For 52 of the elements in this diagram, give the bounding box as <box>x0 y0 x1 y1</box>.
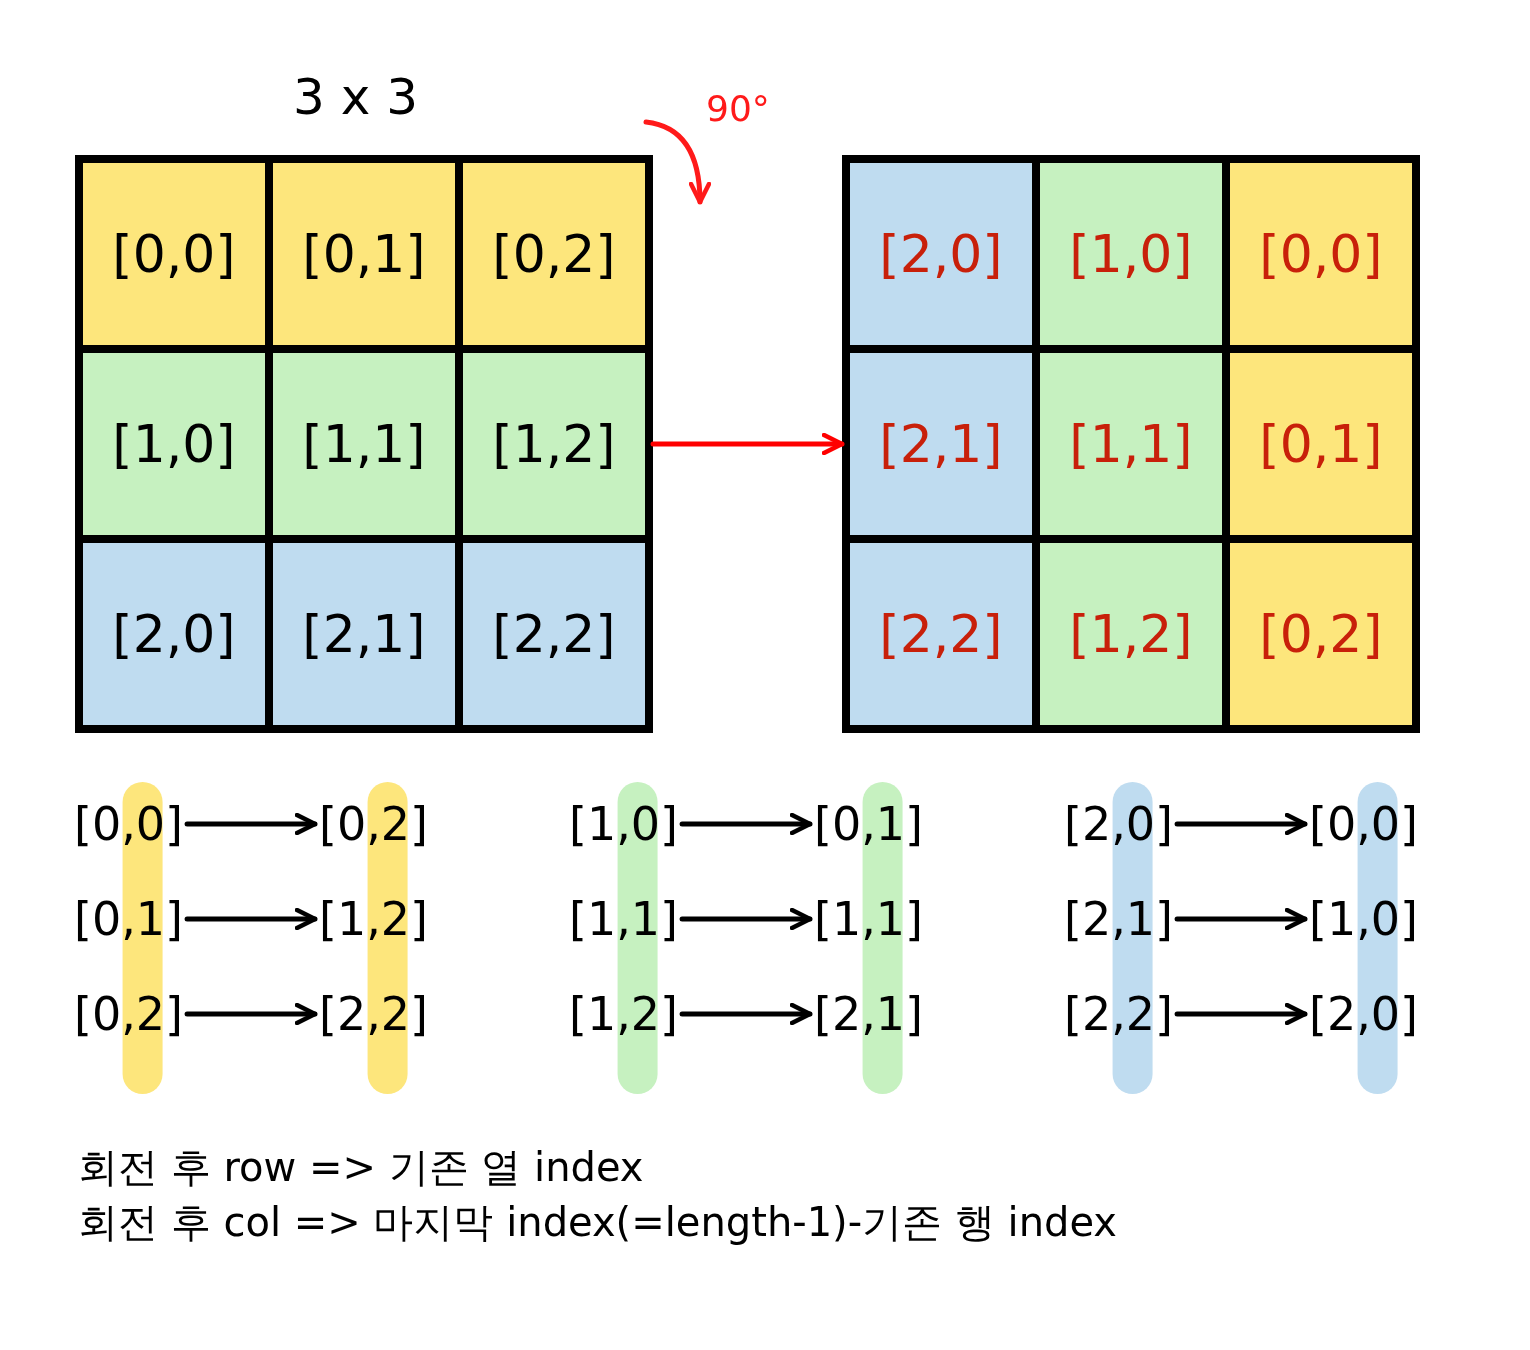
index-text: [2,1] <box>810 985 928 1043</box>
index-text: [1,2] <box>565 985 683 1043</box>
arrow <box>184 1002 318 1026</box>
grid-cell: [1,0] <box>83 353 265 535</box>
grid <box>75 155 653 733</box>
arrow <box>650 432 845 456</box>
arrow <box>184 907 318 931</box>
grid-size-label: 3 x 3 <box>293 68 418 126</box>
grid-cell: [0,0] <box>1230 163 1412 345</box>
angle-label: 90° <box>706 88 770 129</box>
grid-cell: [0,1] <box>1230 353 1412 535</box>
index-text: [0,2] <box>70 985 188 1043</box>
index-text: [0,0] <box>70 795 188 853</box>
grid-cell: [0,2] <box>1230 543 1412 725</box>
grid-cell: [0,2] <box>463 163 645 345</box>
index-text: [2,0] <box>1305 985 1423 1043</box>
index-text: [0,0] <box>1305 795 1423 853</box>
index-text: [2,0] <box>1060 795 1178 853</box>
arrow <box>184 812 318 836</box>
grid-cell: [1,2] <box>1040 543 1222 725</box>
grid-cell: [1,2] <box>463 353 645 535</box>
index-text: [2,2] <box>1060 985 1178 1043</box>
grid-cell: [2,2] <box>850 543 1032 725</box>
grid-cell: [2,2] <box>463 543 645 725</box>
arrow <box>1174 812 1308 836</box>
grid-cell: [1,1] <box>273 353 455 535</box>
arrow <box>1174 907 1308 931</box>
grid <box>842 155 1420 733</box>
grid-cell: [1,0] <box>1040 163 1222 345</box>
index-text: [0,2] <box>315 795 433 853</box>
grid-cell: [2,1] <box>850 353 1032 535</box>
index-text: [2,2] <box>315 985 433 1043</box>
grid-cell: [2,1] <box>273 543 455 725</box>
index-text: [1,1] <box>810 890 928 948</box>
arrow <box>679 907 813 931</box>
arrow <box>679 1002 813 1026</box>
index-text: [1,2] <box>315 890 433 948</box>
arrow <box>679 812 813 836</box>
index-text: [2,1] <box>1060 890 1178 948</box>
note-text: 회전 후 row => 기존 열 index <box>78 1143 644 1192</box>
index-text: [1,0] <box>1305 890 1423 948</box>
grid-cell: [0,1] <box>273 163 455 345</box>
index-text: [0,1] <box>810 795 928 853</box>
grid-cell: [0,0] <box>83 163 265 345</box>
index-text: [1,0] <box>565 795 683 853</box>
note-text: 회전 후 col => 마지막 index(=length-1)-기존 행 index <box>78 1198 1118 1247</box>
index-text: [0,1] <box>70 890 188 948</box>
grid-cell: [2,0] <box>83 543 265 725</box>
arrow <box>1174 1002 1308 1026</box>
grid-cell: [1,1] <box>1040 353 1222 535</box>
grid-cell: [2,0] <box>850 163 1032 345</box>
index-text: [1,1] <box>565 890 683 948</box>
